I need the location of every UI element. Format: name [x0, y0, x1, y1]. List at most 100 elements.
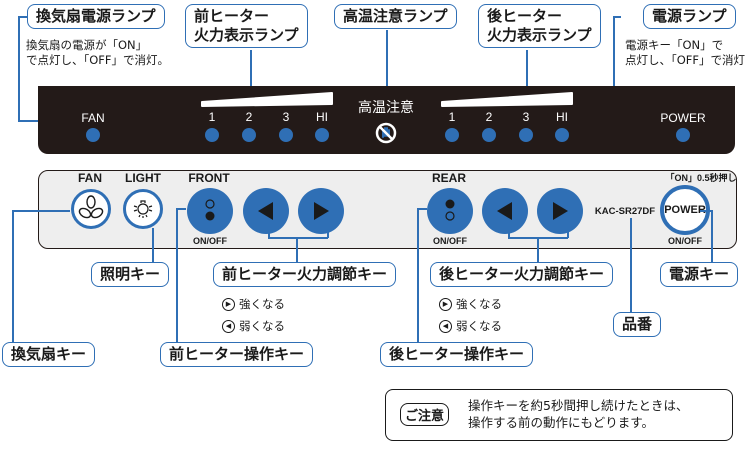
note-line: 点灯し、「OFF」で消灯: [625, 53, 746, 67]
on-off-icon: [205, 199, 215, 221]
left-triangle-icon: [258, 202, 273, 220]
rear-increase-button[interactable]: [537, 188, 583, 234]
left-arrow-circle-icon: ◀: [222, 319, 235, 333]
front-level-lamp: [205, 128, 219, 142]
caution-line: 操作キーを約5秒間押し続けたときは、: [468, 398, 689, 413]
rear-level-label: 1: [448, 110, 456, 124]
power-onoff-label: ON/OFF: [668, 236, 702, 246]
power-lamp: [676, 128, 690, 142]
callout-fan-key: 換気扇キー: [2, 342, 96, 367]
callout-front-op-key: 前ヒーター操作キー: [160, 342, 314, 367]
right-triangle-icon: [314, 202, 329, 220]
power-lamp-label: POWER: [660, 111, 706, 125]
fan-key[interactable]: [71, 189, 111, 229]
callout-high-temp-lamp: 高温注意ランプ: [334, 4, 457, 29]
callout-rear-op-key: 後ヒーター操作キー: [380, 342, 534, 367]
caution-box: ご注意 操作キーを約5秒間押し続けたときは、 操作する前の動作にもどります。: [385, 389, 733, 441]
right-arrow-circle-icon: ▶: [439, 297, 452, 311]
connector-line: [386, 30, 388, 135]
connector-line: [700, 210, 712, 212]
front-level-lamp: [279, 128, 293, 142]
callout-light-key: 照明キー: [91, 262, 170, 287]
power-hint-label: 「ON」0.5秒押し: [665, 173, 737, 183]
legend-text: 強くなる: [239, 297, 285, 311]
connector-line: [12, 210, 70, 212]
fan-lamp: [86, 128, 100, 142]
callout-power-key: 電源キー: [660, 262, 739, 287]
connector-line: [613, 16, 621, 18]
callout-rear-heater-lamp: 後ヒーター 火力表示ランプ: [478, 4, 601, 48]
right-arrow-circle-icon: ▶: [222, 297, 235, 311]
front-heater-key[interactable]: [187, 188, 233, 234]
note-power-lamp: 電源キー「ON」で 点灯し、「OFF」で消灯: [625, 38, 745, 68]
callout-fan-lamp: 換気扇電源ランプ: [27, 4, 165, 29]
rear-level-lamp: [482, 128, 496, 142]
callout-front-heater-lamp: 前ヒーター 火力表示ランプ: [185, 4, 308, 48]
right-triangle-icon: [553, 202, 568, 220]
front-key-label: FRONT: [188, 171, 230, 185]
legend-text: 弱くなる: [456, 319, 502, 333]
front-decrease-button[interactable]: [243, 188, 289, 234]
connector-line: [508, 225, 510, 238]
callout-power-lamp: 電源ランプ: [643, 4, 736, 29]
callout-front-adjust-key: 前ヒーター火力調節キー: [213, 262, 397, 287]
front-level-lamp: [242, 128, 256, 142]
connector-line: [417, 208, 419, 346]
front-level-label: 1: [208, 110, 216, 124]
callout-line: 前ヒーター: [194, 7, 270, 25]
left-arrow-circle-icon: ◀: [439, 319, 452, 333]
note-fan-lamp: 換気扇の電源が「ON」 で点灯し、「OFF」で消灯。: [26, 38, 169, 68]
rear-level-lamp: [445, 128, 459, 142]
left-triangle-icon: [497, 202, 512, 220]
front-level-lamp: [315, 128, 329, 142]
callout-line: 後ヒーター: [487, 7, 563, 25]
connector-line: [613, 16, 615, 122]
rear-key-label: REAR: [431, 171, 466, 185]
rear-heater-key[interactable]: [427, 188, 473, 234]
legend-text: 強くなる: [456, 297, 502, 311]
fan-lamp-label: FAN: [81, 111, 105, 125]
callout-line: 火力表示ランプ: [194, 26, 299, 44]
high-temp-label: 高温注意: [358, 100, 414, 116]
connector-line: [537, 237, 539, 263]
note-line: 電源キー「ON」で: [625, 38, 724, 52]
legend-weaker: ◀ 弱くなる: [439, 318, 502, 334]
rear-decrease-button[interactable]: [482, 188, 528, 234]
rear-level-lamp: [555, 128, 569, 142]
rear-onoff-label: ON/OFF: [433, 236, 467, 246]
connector-line: [176, 208, 186, 210]
display-panel: FAN 1 2 3 HI 高温注意 1 2 3 HI POWER: [38, 86, 735, 154]
rear-level-label: HI: [556, 110, 568, 124]
legend-weaker: ◀ 弱くなる: [222, 318, 285, 334]
caution-badge: ご注意: [400, 403, 450, 426]
rear-level-gauge-icon: [441, 92, 573, 107]
callout-line: 火力表示ランプ: [487, 26, 592, 44]
connector-line: [327, 225, 329, 238]
light-key-label: LIGHT: [125, 171, 161, 185]
note-line: で点灯し、「OFF」で消灯。: [26, 53, 170, 67]
front-increase-button[interactable]: [298, 188, 344, 234]
connector-line: [567, 225, 569, 238]
caution-text: 操作キーを約5秒間押し続けたときは、 操作する前の動作にもどります。: [468, 397, 688, 431]
callout-rear-adjust-key: 後ヒーター火力調節キー: [430, 262, 614, 287]
legend-stronger: ▶ 強くなる: [222, 296, 285, 312]
front-level-gauge-icon: [201, 92, 333, 107]
front-level-label: HI: [316, 110, 328, 124]
legend-text: 弱くなる: [239, 319, 285, 333]
no-touch-hand-icon: [375, 122, 397, 144]
caution-line: 操作する前の動作にもどります。: [468, 415, 655, 430]
fan-icon: [78, 195, 104, 219]
front-level-label: 3: [282, 110, 290, 124]
light-key[interactable]: [123, 189, 163, 229]
light-bulb-icon: [133, 200, 153, 218]
rear-level-lamp: [519, 128, 533, 142]
connector-line: [630, 218, 632, 313]
front-level-label: 2: [245, 110, 253, 124]
connector-line: [296, 237, 298, 263]
on-off-icon: [445, 199, 455, 221]
connector-line: [12, 210, 14, 353]
connector-line: [18, 16, 28, 18]
connector-line: [152, 228, 154, 263]
model-number-label: KAC-SR27DF: [594, 206, 656, 217]
front-onoff-label: ON/OFF: [193, 236, 227, 246]
